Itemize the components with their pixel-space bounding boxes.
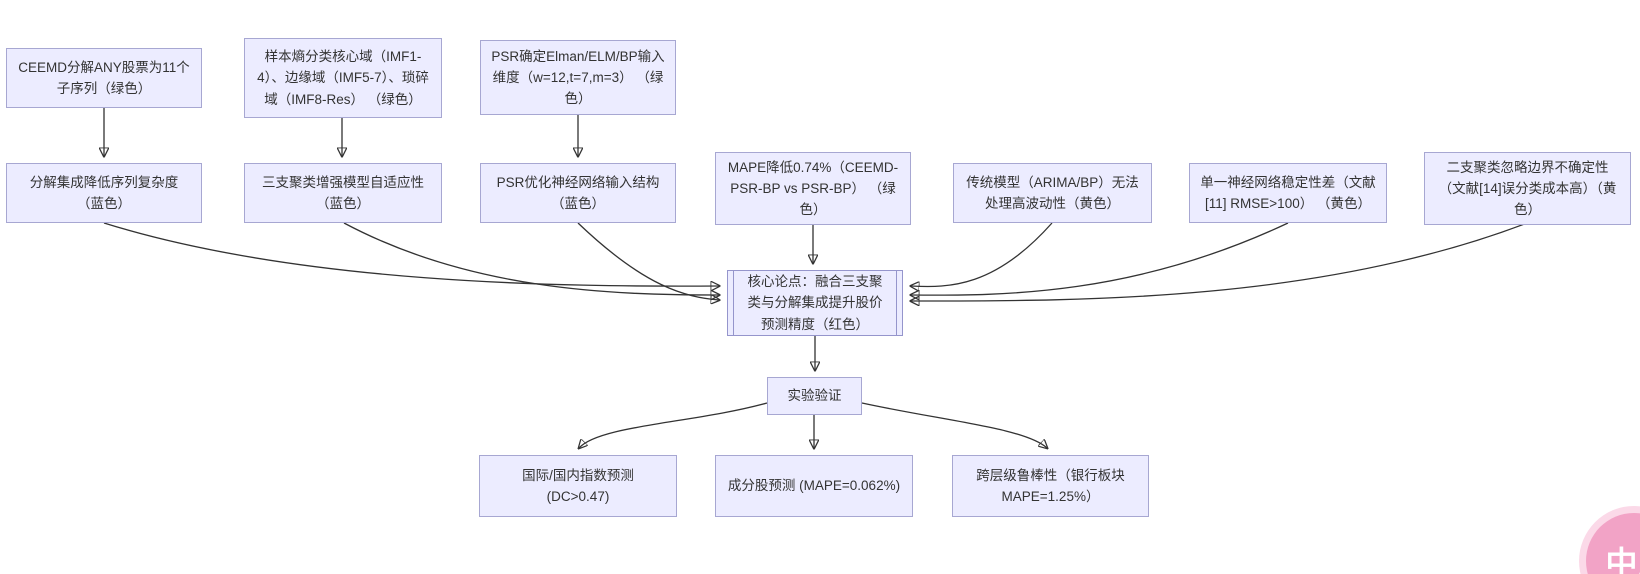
edge-h-core bbox=[911, 222, 1053, 286]
node-decomposition-reduces-complexity: 分解集成降低序列复杂度（蓝色） bbox=[6, 163, 202, 223]
translate-button[interactable]: 中A bbox=[1586, 513, 1640, 574]
edge-v-m bbox=[861, 402, 1047, 448]
node-cross-level-robustness: 跨层级鲁棒性（银行板块 MAPE=1.25%） bbox=[952, 455, 1149, 517]
edge-f-core bbox=[577, 222, 719, 300]
node-core-thesis: 核心论点：融合三支聚类与分解集成提升股价预测精度（红色） bbox=[727, 270, 903, 336]
node-psr-optimizes-input-structure: PSR优化神经网络输入结构（蓝色） bbox=[480, 163, 676, 223]
node-mape-reduction: MAPE降低0.74%（CEEMD-PSR-BP vs PSR-BP） （绿色） bbox=[715, 152, 911, 225]
node-three-way-clustering-adaptivity: 三支聚类增强模型自适应性（蓝色） bbox=[244, 163, 442, 223]
edge-v-k bbox=[579, 402, 768, 448]
node-single-nn-instability: 单一神经网络稳定性差（文献[11] RMSE>100） （黄色） bbox=[1189, 163, 1387, 223]
node-psr-input-dimension: PSR确定Elman/ELM/BP输入维度（w=12,t=7,m=3） （绿色） bbox=[480, 40, 676, 115]
node-sample-entropy-classification: 样本熵分类核心域（IMF1-4）、边缘域（IMF5-7）、琐碎域（IMF8-Re… bbox=[244, 38, 442, 118]
edge-d-core bbox=[103, 222, 719, 286]
translate-icon: 中A bbox=[1605, 545, 1640, 574]
edge-e-core bbox=[343, 222, 719, 295]
node-index-prediction: 国际/国内指数预测 (DC>0.47) bbox=[479, 455, 677, 517]
node-constituent-stock-prediction: 成分股预测 (MAPE=0.062%) bbox=[715, 455, 913, 517]
edge-i-core bbox=[911, 222, 1289, 295]
node-experimental-validation: 实验验证 bbox=[767, 377, 862, 415]
node-ceemd-decomposition: CEEMD分解ANY股票为11个子序列（绿色） bbox=[6, 48, 202, 108]
node-traditional-model-limitation: 传统模型（ARIMA/BP）无法处理高波动性（黄色） bbox=[953, 163, 1152, 223]
node-two-way-clustering-limitation: 二支聚类忽略边界不确定性（文献[14]误分类成本高）（黄色） bbox=[1424, 152, 1631, 225]
edge-j-core bbox=[911, 222, 1528, 301]
